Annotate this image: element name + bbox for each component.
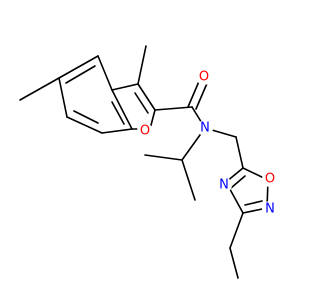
bond-oxadiazole-c3-n2-double (244, 200, 263, 206)
bond-methyl-c5 (19, 77, 60, 101)
bond-carbonyl-double-a (187, 78, 201, 108)
bond-benzene-c3a-c7a (111, 89, 133, 130)
atom-oxadiazole-o1: O (262, 171, 278, 187)
atom-amide-nitrogen: N (197, 120, 213, 136)
atom-label: N (219, 178, 229, 193)
bond-isopropyl-methyl-left (144, 154, 183, 161)
atom-label: N (200, 121, 210, 136)
atom-label: O (199, 70, 209, 85)
bond-furan-c3a-c3 (111, 83, 139, 91)
bond-furan-c3-c2 (137, 83, 156, 111)
bond-benzene-c7-c6 (66, 116, 103, 134)
bond-isopropyl-methyl-down (181, 159, 196, 201)
bond-benzene-inner-3 (73, 110, 99, 124)
bond-furan-c3-c2-double (134, 92, 149, 114)
bond-benzene-c7a-c7 (101, 128, 133, 134)
atom-label: O (265, 172, 275, 187)
atom-label: O (140, 124, 150, 139)
bond-benzene-inner-2 (111, 101, 125, 125)
atom-oxadiazole-n2: N (262, 201, 278, 217)
atom-furan-oxygen: O (137, 123, 153, 139)
bond-layer (19, 45, 269, 279)
atom-oxadiazole-n4: N (216, 177, 232, 193)
atom-label: N (265, 202, 275, 217)
bond-c2-carbonyl (154, 106, 193, 111)
bond-ethyl-ch2 (229, 212, 244, 249)
molecule-svg: O N O N O N (19, 45, 278, 279)
bond-ethyl-ch3 (229, 247, 239, 279)
atom-carbonyl-oxygen: O (196, 69, 212, 85)
molecule-structure-diagram: O N O N O N (19, 45, 278, 279)
bond-benzene-c4-c3a (97, 55, 113, 91)
atom-label-layer: O N O N O N (137, 69, 278, 217)
bond-benzene-c6-c5 (58, 77, 68, 118)
bond-methyl-c3 (137, 45, 147, 85)
bond-oxadiazole-c5-n4-double (230, 175, 246, 189)
bond-methylene-c5 (235, 136, 244, 169)
bond-benzene-inner-1 (65, 65, 96, 84)
bond-benzene-c5-c4 (58, 55, 99, 79)
bond-carbonyl-double-b (195, 80, 209, 110)
